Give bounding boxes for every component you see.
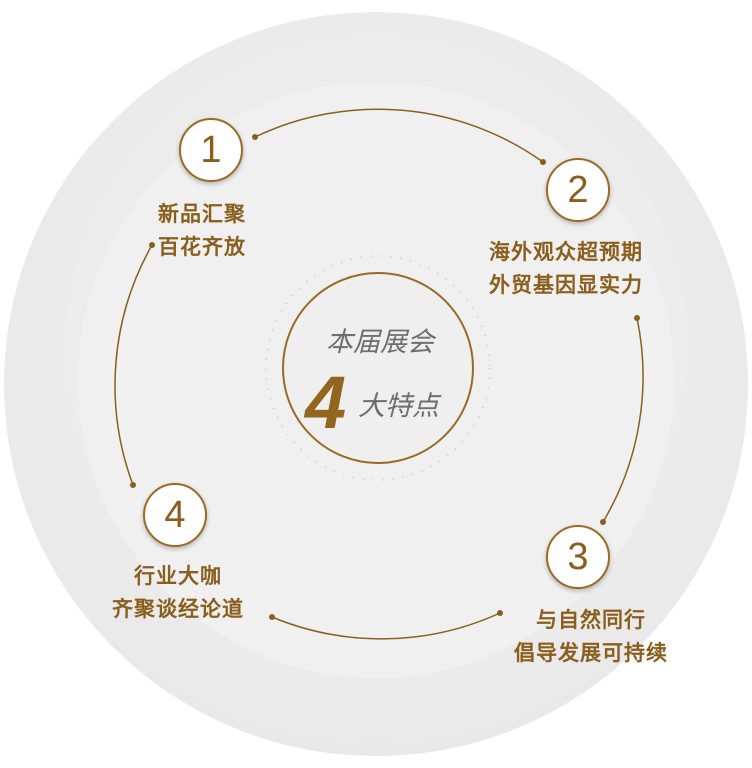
feature-3-badge: 3 <box>546 525 610 589</box>
connector-arcs <box>114 108 644 640</box>
arc-1-2 <box>254 108 544 163</box>
center-title: 本届展会 <box>326 327 434 358</box>
arc-dots <box>130 134 640 620</box>
arc-3-4 <box>271 612 501 640</box>
arc-4-1 <box>114 244 153 486</box>
feature-2-text: 海外观众超预期 外贸基因显实力 <box>489 236 643 302</box>
feature-3-line2: 倡导发展可持续 <box>514 641 668 665</box>
feature-2-line2: 外贸基因显实力 <box>489 273 643 297</box>
feature-1-line2: 百花齐放 <box>158 235 246 259</box>
center-ring <box>282 272 474 464</box>
feature-4-line2: 齐聚谈经论道 <box>112 597 244 621</box>
feature-1-text: 新品汇聚 百花齐放 <box>158 198 246 264</box>
feature-3-line1: 与自然同行 <box>536 608 646 632</box>
feature-4-badge: 4 <box>143 483 207 547</box>
dotted-ring <box>265 255 491 481</box>
feature-2-badge: 2 <box>546 158 610 222</box>
center-subtitle: 大特点 <box>358 391 439 422</box>
feature-1-badge: 1 <box>179 118 243 182</box>
feature-4-line1: 行业大咖 <box>134 564 222 588</box>
center-number: 4 <box>305 361 347 444</box>
feature-3-text: 与自然同行 倡导发展可持续 <box>490 604 668 670</box>
arc-2-3 <box>602 317 644 523</box>
feature-4-text: 行业大咖 齐聚谈经论道 <box>100 560 256 626</box>
feature-2-line1: 海外观众超预期 <box>489 240 643 264</box>
feature-1-line1: 新品汇聚 <box>158 202 246 226</box>
